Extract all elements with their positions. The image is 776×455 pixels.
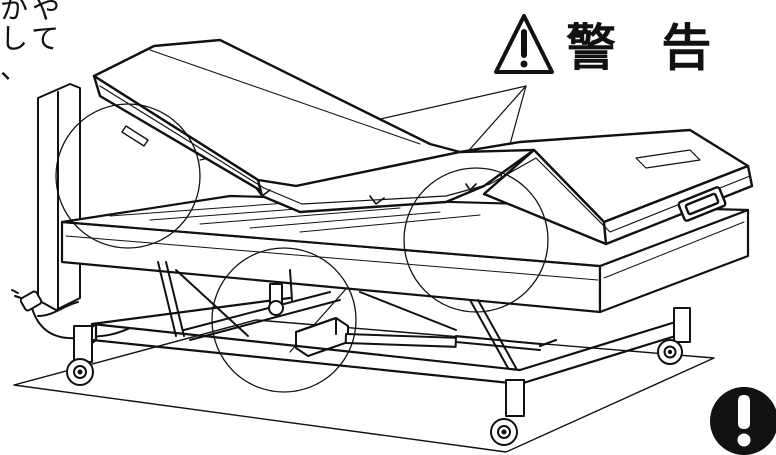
warning-triangle-icon <box>494 14 554 74</box>
caster-front-right <box>490 379 525 446</box>
caster-front-left <box>66 325 94 386</box>
exclamation-circle-icon <box>710 387 776 455</box>
mattress <box>92 38 754 246</box>
side-text-line-2: して <box>0 22 64 55</box>
side-text-line-3: 、 <box>0 52 33 85</box>
warning-label: 警 告 <box>566 19 726 77</box>
caster-back-right <box>657 307 691 365</box>
highlight-circles <box>55 103 549 393</box>
floor-outline <box>13 319 715 453</box>
lower-frame <box>86 296 684 386</box>
bed-slats <box>109 201 481 233</box>
side-text: かや して 、 <box>0 0 64 84</box>
side-text-line-1: かや <box>0 0 65 25</box>
caster-back-left <box>268 283 284 316</box>
